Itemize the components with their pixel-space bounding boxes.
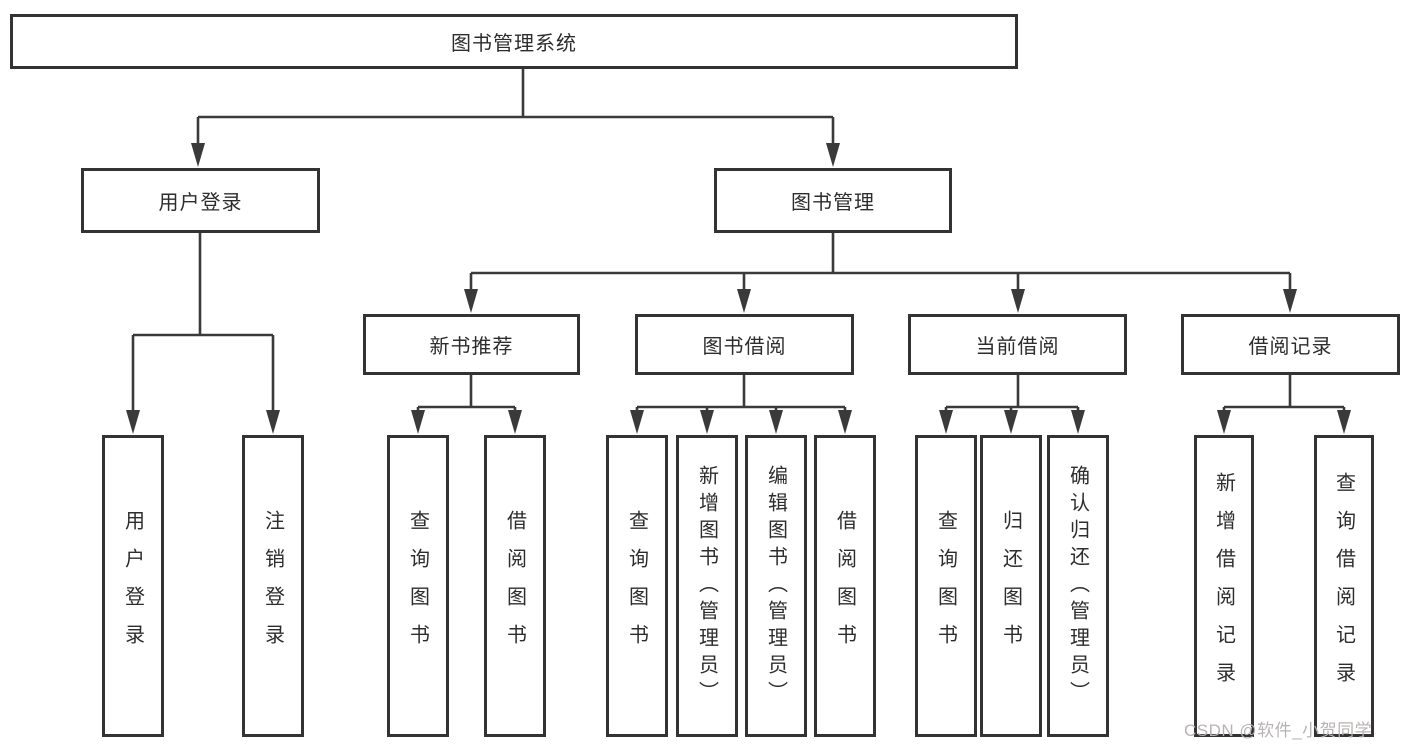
node-label: 图书管理系统: [451, 33, 577, 55]
leaf-logout: 注销登录: [242, 435, 304, 737]
leaf-confirm-return-admin: 确认归还（管理员）: [1047, 435, 1109, 737]
node-label: 归还图书: [999, 510, 1022, 662]
node-label: 查询图书: [406, 510, 429, 662]
watermark: CSDN @软件_小贺同学: [1184, 721, 1373, 740]
node-label: 当前借阅: [975, 336, 1060, 358]
node-label: 确认归还（管理员）: [1066, 464, 1089, 708]
node-label: 查询图书: [934, 510, 957, 662]
node-new-book-recommend: 新书推荐: [363, 314, 580, 375]
node-label: 借阅图书: [503, 510, 526, 662]
node-label: 查询图书: [625, 510, 648, 662]
node-label: 借阅记录: [1248, 336, 1333, 358]
node-library-management-system: 图书管理系统: [10, 14, 1018, 69]
leaf-user-login: 用户登录: [102, 435, 164, 737]
leaf-add-borrow-record: 新增借阅记录: [1194, 435, 1254, 737]
node-current-borrow: 当前借阅: [908, 314, 1127, 375]
node-label: 借阅图书: [833, 510, 856, 662]
leaf-edit-book-admin: 编辑图书（管理员）: [745, 435, 807, 737]
node-label: 图书借阅: [702, 336, 787, 358]
leaf-query-borrow-record: 查询借阅记录: [1314, 435, 1374, 737]
node-user-login: 用户登录: [81, 168, 320, 233]
node-book-management: 图书管理: [714, 168, 952, 233]
node-label: 新增图书（管理员）: [695, 464, 718, 708]
node-borrow-records: 借阅记录: [1181, 314, 1400, 375]
node-book-borrow: 图书借阅: [635, 314, 854, 375]
leaf-borrow-books: 借阅图书: [814, 435, 876, 737]
node-label: 用户登录: [158, 192, 243, 214]
leaf-return-books: 归还图书: [980, 435, 1042, 737]
leaf-query-books-recommend: 查询图书: [387, 435, 449, 737]
node-label: 新增借阅记录: [1212, 472, 1235, 700]
node-label: 注销登录: [261, 510, 284, 662]
node-label: 新书推荐: [429, 336, 514, 358]
node-label: 用户登录: [121, 510, 144, 662]
leaf-query-books-borrow: 查询图书: [606, 435, 668, 737]
node-label: 查询借阅记录: [1332, 472, 1355, 700]
node-label: 编辑图书（管理员）: [764, 464, 787, 708]
leaf-add-book-admin: 新增图书（管理员）: [676, 435, 738, 737]
leaf-borrow-books-recommend: 借阅图书: [484, 435, 546, 737]
node-label: 图书管理: [791, 192, 875, 214]
leaf-query-books-current: 查询图书: [915, 435, 977, 737]
